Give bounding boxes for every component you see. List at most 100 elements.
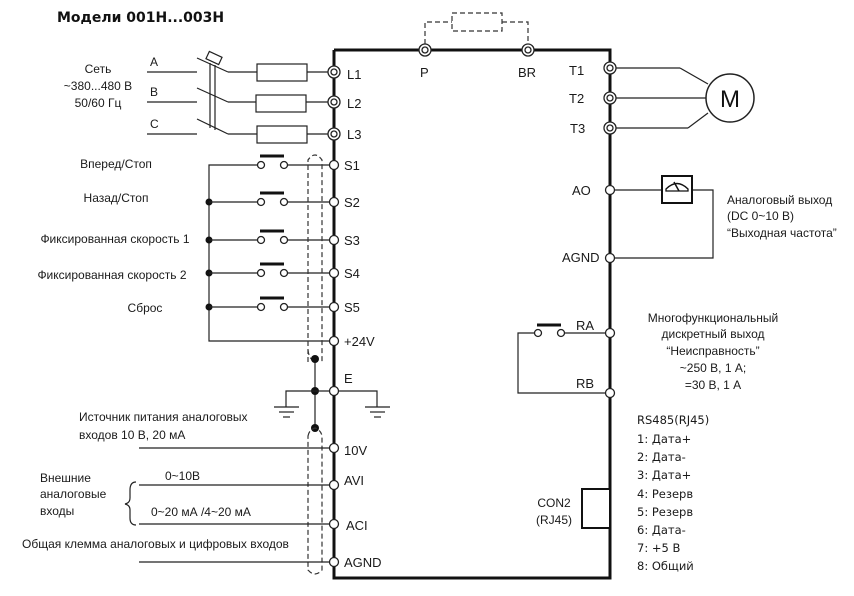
svg-text:(RJ45): (RJ45) (536, 513, 572, 527)
terminal-l3-label: L3 (347, 127, 361, 142)
push-button-contact (256, 296, 330, 312)
terminal-agnd-out (604, 252, 616, 264)
terminal-p-label: P (420, 65, 429, 80)
svg-text:M: M (720, 86, 740, 113)
ground-icon (274, 406, 299, 418)
con2-connector (581, 488, 611, 529)
input-switches (256, 154, 330, 312)
motor-wiring (616, 67, 709, 129)
input-label-speed1: Фиксированная скорость 1 (40, 232, 189, 246)
terminal-24v-label: +24V (344, 334, 375, 349)
analog-output-wiring (614, 189, 714, 259)
terminal-aci-label: ACI (346, 518, 368, 533)
svg-text:(DC 0~10 В): (DC 0~10 В) (727, 209, 794, 223)
terminal-l1-label: L1 (347, 67, 361, 82)
svg-text:дискретный выход: дискретный выход (662, 327, 765, 341)
terminal-rb-label: RB (576, 376, 594, 391)
svg-text:Внешние: Внешние (40, 471, 91, 485)
terminal-s3 (328, 234, 340, 246)
terminal-t3 (603, 121, 617, 135)
phase-c-label: C (150, 117, 159, 131)
svg-text:~380...480 В: ~380...480 В (64, 79, 132, 93)
rs485-pin: 3: Дата+ (637, 468, 691, 482)
terminal-agnd-out-label: AGND (562, 250, 600, 265)
terminal-s5 (328, 301, 340, 313)
rs485-pin: 4: Резерв (637, 487, 693, 501)
relay-output-description: Многофункциональный дискретный выход “Не… (648, 311, 778, 392)
terminal-avi-label: AVI (344, 473, 364, 488)
terminal-t1 (603, 61, 617, 75)
push-button-contact (256, 262, 330, 278)
analog-shield (307, 427, 323, 575)
con2-label: CON2 (RJ45) (536, 496, 572, 527)
analog-supply-label: Источник питания аналоговых входов 10 В,… (79, 410, 248, 442)
terminal-24v (328, 335, 340, 347)
push-button-contact (256, 154, 330, 170)
aci-signal-label: 0~20 мА /4~20 мА (151, 505, 251, 519)
terminal-s5-label: S5 (344, 300, 360, 315)
rs485-header: RS485(RJ45) (637, 413, 709, 427)
motor-icon: M (705, 73, 755, 123)
svg-text:“Выходная частота”: “Выходная частота” (727, 226, 837, 240)
terminal-agnd-in (328, 556, 340, 568)
svg-text:Источник питания аналоговых: Источник питания аналоговых (79, 410, 248, 424)
relay-wiring (517, 323, 606, 394)
terminal-s1 (328, 159, 340, 171)
svg-text:“Неисправность”: “Неисправность” (666, 344, 759, 358)
analog-wiring (124, 447, 330, 563)
meter-icon (661, 175, 693, 204)
power-label: Сеть ~380...480 В 50/60 Гц (64, 62, 132, 110)
terminal-l1 (327, 65, 341, 79)
svg-text:Многофункциональный: Многофункциональный (648, 311, 778, 325)
terminal-br-label: BR (518, 65, 536, 80)
terminal-s4 (328, 267, 340, 279)
diagram-title: Модели 001H...003H (57, 10, 224, 26)
digital-shield (307, 154, 323, 363)
svg-text:=30 В, 1 А: =30 В, 1 А (685, 378, 741, 392)
input-label-forward: Вперед/Стоп (80, 157, 152, 171)
terminal-agnd-in-label: AGND (344, 555, 382, 570)
phase-b-label: B (150, 85, 158, 99)
input-label-speed2: Фиксированная скорость 2 (37, 268, 186, 282)
svg-text:Аналоговый выход: Аналоговый выход (727, 193, 832, 207)
terminal-s2-label: S2 (344, 195, 360, 210)
rs485-pin: 6: Дата- (637, 523, 686, 537)
earth-wiring (285, 355, 378, 432)
terminal-t3-label: T3 (570, 121, 585, 136)
terminal-p (418, 43, 432, 57)
rs485-pin: 5: Резерв (637, 505, 693, 519)
inverter-body (332, 48, 612, 580)
analog-inputs-group-label: Внешние аналоговые входы (40, 471, 107, 518)
analog-output-description: Аналоговый выход (DC 0~10 В) “Выходная ч… (727, 193, 837, 240)
digital-input-bus (205, 164, 330, 342)
terminal-e-label: E (344, 371, 353, 386)
terminal-s4-label: S4 (344, 266, 360, 281)
svg-text:входов 10 В, 20 мА: входов 10 В, 20 мА (79, 428, 185, 442)
terminal-ao-label: AO (572, 183, 591, 198)
rs485-pin: 1: Дата+ (637, 432, 691, 446)
rs485-pin: 8: Общий (637, 559, 694, 573)
terminal-rb (604, 387, 616, 399)
terminal-10v-label: 10V (344, 443, 367, 458)
phase-a-label: A (150, 55, 158, 69)
terminal-avi (328, 479, 340, 491)
rs485-pin: 7: +5 В (637, 541, 680, 555)
svg-text:CON2: CON2 (537, 496, 571, 510)
rs485-pinout: RS485(RJ45) 1: Дата+ 2: Дата- 3: Дата+ 4… (637, 413, 709, 573)
svg-text:Сеть: Сеть (85, 62, 112, 76)
push-button-contact (256, 191, 330, 207)
input-label-reset: Сброс (128, 301, 163, 315)
terminal-ra (604, 327, 616, 339)
brake-resistor (424, 12, 529, 44)
terminal-s3-label: S3 (344, 233, 360, 248)
input-label-reverse: Назад/Стоп (84, 191, 149, 205)
terminal-10v (328, 442, 340, 454)
svg-text:50/60 Гц: 50/60 Гц (75, 96, 122, 110)
terminal-l2-label: L2 (347, 96, 361, 111)
terminal-ra-label: RA (576, 318, 594, 333)
push-button-contact (256, 229, 330, 245)
svg-text:аналоговые: аналоговые (40, 487, 107, 501)
terminal-aci (328, 518, 340, 530)
analog-common-label: Общая клемма аналоговых и цифровых входо… (22, 537, 289, 551)
